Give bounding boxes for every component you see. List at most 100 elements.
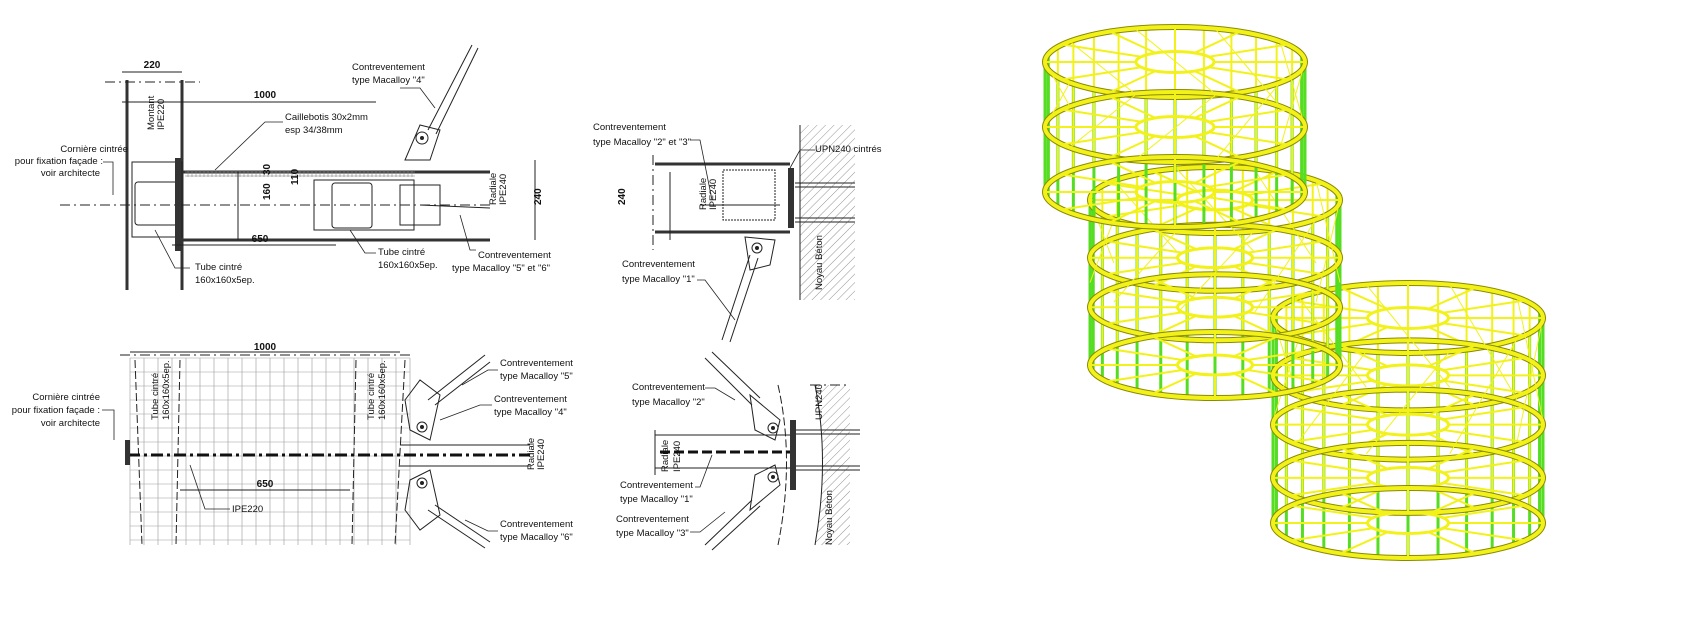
radial-beam — [1427, 491, 1476, 515]
radiale-label-bd: RadialeIPE240 — [660, 440, 683, 472]
ipe220-label: IPE220 — [232, 504, 263, 515]
radial-beam — [1442, 504, 1526, 519]
bracing — [1044, 82, 1071, 128]
radial-beam — [1290, 406, 1374, 421]
cylinder-module — [1042, 24, 1308, 230]
radial-beam — [1427, 344, 1476, 368]
bracing — [1315, 180, 1341, 283]
radiale-label-b: RadialeIPE240 — [526, 438, 547, 470]
bracing — [1279, 41, 1306, 128]
radial-beam — [1247, 182, 1324, 197]
bracing — [1253, 219, 1317, 315]
radial-beam — [1106, 311, 1183, 325]
radial-beam — [1233, 277, 1278, 300]
tube-left-label-b: Tube cintré160x160x5ep. — [150, 360, 172, 420]
tube-right-label-b: Tube cintré160x160x5ep. — [366, 360, 388, 420]
radial-beam — [1442, 379, 1526, 394]
bracing — [1253, 168, 1317, 264]
cylinder-module — [1270, 280, 1546, 561]
radial-beam — [1340, 491, 1389, 515]
upn-label-b: UPN240 — [814, 384, 825, 420]
radial-beam — [1427, 446, 1476, 470]
radiale-label: RadialeIPE240 — [488, 173, 509, 205]
radial-beam — [1247, 311, 1324, 325]
radial-beam — [1427, 393, 1476, 417]
radial-beam — [1106, 240, 1183, 254]
radial-beam — [1427, 531, 1476, 555]
radial-beam — [1109, 200, 1156, 224]
radial-beam — [1062, 66, 1142, 81]
radial-beam — [1290, 482, 1374, 497]
top-plan-view: 220 1000 MontantIPE220 240 30 110 160 65… — [15, 44, 551, 290]
bracing — [1516, 297, 1544, 421]
radial-beam — [1442, 356, 1526, 372]
radial-beam — [1247, 261, 1324, 276]
bracing — [1298, 350, 1367, 442]
radial-beam — [1109, 30, 1156, 54]
radial-beam — [1340, 393, 1389, 417]
dim-1000-b: 1000 — [254, 342, 277, 353]
dim-650-b: 650 — [257, 479, 274, 490]
radial-beam — [1208, 108, 1288, 123]
radial-beam — [1340, 531, 1389, 555]
radial-beam — [1194, 95, 1241, 119]
radial-beam — [1194, 70, 1241, 94]
dim-650: 650 — [252, 234, 269, 245]
radial-beam — [1208, 173, 1288, 188]
radial-beam — [1106, 261, 1183, 276]
radial-beam — [1062, 108, 1142, 123]
radial-beam — [1106, 289, 1183, 304]
radial-beam — [1442, 459, 1526, 474]
bracing — [1516, 317, 1544, 442]
radial-beam — [1109, 160, 1156, 184]
radial-beam — [1152, 277, 1197, 300]
bracing — [1279, 61, 1306, 148]
radial-beam — [1194, 135, 1241, 159]
radial-beam — [1290, 428, 1374, 444]
radial-beam — [1340, 446, 1389, 470]
radial-beam — [1106, 368, 1183, 383]
radial-beam — [1290, 459, 1374, 474]
radial-beam — [1233, 228, 1278, 251]
radial-beam — [1247, 289, 1324, 304]
bracing — [1044, 61, 1071, 107]
dim-30: 30 — [262, 163, 273, 175]
bracing — [1298, 297, 1367, 388]
bracing — [1113, 231, 1177, 303]
radial-beam — [1290, 527, 1374, 542]
radial-beam — [1208, 131, 1288, 146]
radial-beam — [1442, 527, 1526, 542]
radial-beam — [1194, 200, 1241, 224]
dim-240: 240 — [533, 188, 544, 205]
radial-beam — [1062, 196, 1142, 211]
montant-label: MontantIPE220 — [146, 95, 167, 130]
radial-beam — [1442, 428, 1526, 444]
upn-label: UPN240 cintrés — [815, 144, 882, 155]
bracing — [1272, 317, 1300, 401]
dim-1000: 1000 — [254, 90, 277, 101]
radial-beam — [1442, 482, 1526, 497]
bracing — [1069, 94, 1136, 148]
bracing — [1449, 338, 1518, 455]
radial-beam — [1290, 322, 1374, 337]
bracing — [1214, 28, 1281, 107]
radial-beam — [1208, 43, 1288, 58]
radial-beam — [1340, 344, 1389, 368]
radial-beam — [1109, 135, 1156, 159]
bracing — [1176, 231, 1254, 315]
